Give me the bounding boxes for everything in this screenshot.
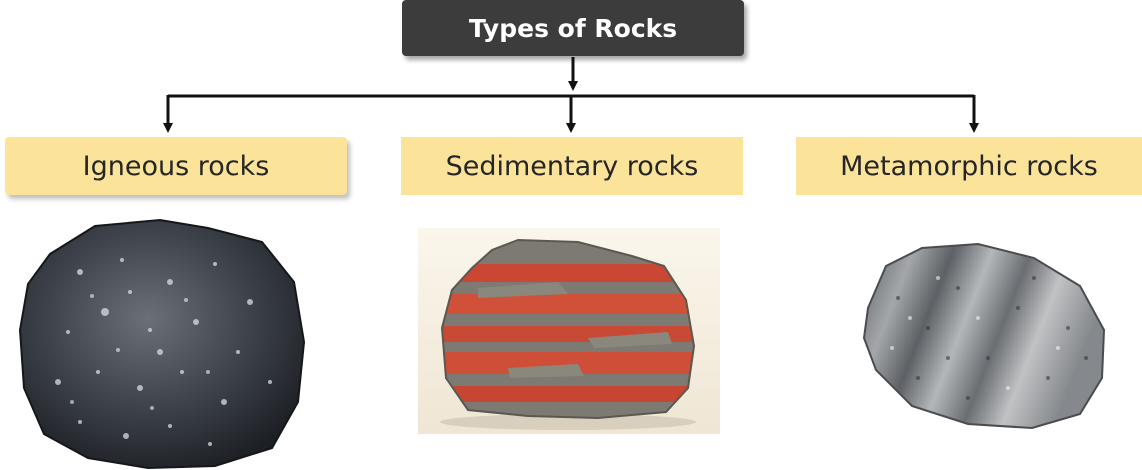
- igneous-rock-image: [10, 212, 310, 470]
- metamorphic-category-label: Metamorphic rocks: [840, 151, 1098, 182]
- sedimentary-rock-image: [418, 228, 720, 434]
- igneous-category-box: Igneous rocks: [5, 137, 347, 195]
- diagram-title-text: Types of Rocks: [469, 14, 677, 43]
- sedimentary-category-box: Sedimentary rocks: [401, 137, 743, 195]
- igneous-category-label: Igneous rocks: [83, 151, 270, 182]
- diagram-title: Types of Rocks: [402, 0, 744, 56]
- sedimentary-category-label: Sedimentary rocks: [446, 151, 699, 182]
- metamorphic-rock-image: [858, 238, 1110, 432]
- metamorphic-category-box: Metamorphic rocks: [796, 137, 1142, 195]
